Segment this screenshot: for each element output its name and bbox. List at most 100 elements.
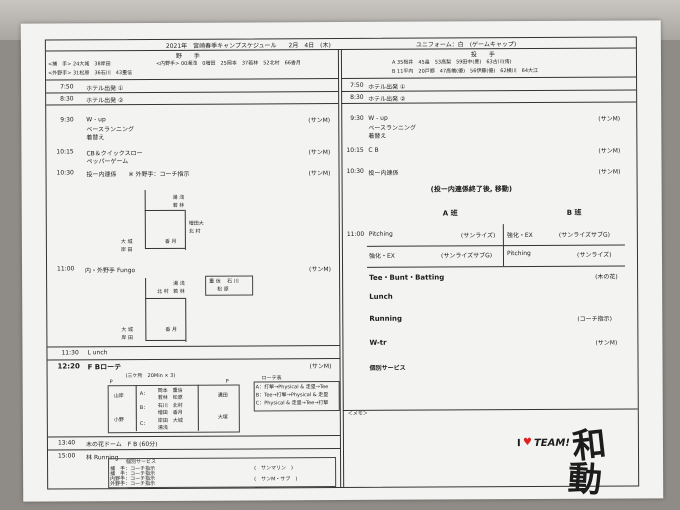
schedule-item: 投ー内連係 ※ 外野手：コーチ指示 (86, 170, 190, 179)
divider (46, 78, 339, 81)
player-label: 香 月 (165, 326, 177, 333)
schedule-item: 木の花ドーム F B (60分) (85, 440, 158, 449)
group-label: A： (139, 391, 149, 398)
player-label: 香 月 (164, 238, 177, 245)
service-note: ( サンM・サブ ) (254, 476, 298, 483)
time-label: 12:20 (57, 362, 80, 371)
rotation-caption: (三ケ所 20Min × 3) (125, 372, 176, 380)
group-b-heading: B 班 (566, 208, 582, 217)
location-note: (サンM) (598, 147, 621, 155)
divider (46, 91, 339, 94)
wtr-label: W-tr (369, 338, 387, 347)
time-label: 15:00 (57, 452, 76, 460)
player-label: 湯 浅 (172, 194, 185, 201)
divider (46, 103, 339, 106)
time-label: 7:50 (60, 83, 74, 91)
field-name: 溝田 (217, 392, 228, 399)
fielder-heading: 野 手 (175, 52, 200, 60)
schedule-item: ホテル出発 ① (368, 83, 406, 91)
time-label: 10:15 (56, 148, 74, 156)
memo-label: ＜メモ＞ (347, 410, 368, 417)
divider (47, 435, 340, 438)
schedule-frame: 2021年 宮崎春季キャンプスケジュール 2月 4日 (木) ユニフォーム：白 … (44, 36, 640, 501)
logo-team-text: TEAM! (533, 437, 570, 449)
schedule-item: 着替え (86, 134, 105, 142)
divider (47, 345, 340, 348)
after-relay-note: (投ー内連係終了後, 移動) (430, 185, 513, 194)
memo-divider (342, 408, 638, 411)
time-label: 7:50 (350, 81, 364, 89)
running-label: Running (369, 314, 403, 323)
time-label: 10:30 (56, 169, 74, 177)
group-b-location: (サンライズ) (576, 251, 612, 259)
schedule-item: F Bローテ (87, 363, 122, 372)
time-label: 9:30 (60, 116, 74, 124)
relay-diagram: 湯 浅 若 林 増田大 北 村 香 月 大 城 岸 田 (46, 37, 636, 253)
group-b-activity: 強化・EX (506, 232, 533, 240)
pitcher-heading: 投 手 (470, 51, 495, 59)
player-label: 大 城 (120, 239, 133, 246)
outfielder-roster: <外野手> 31松原 36石川 43重信 (47, 70, 133, 77)
pitcher-roster-b: B 11平内 20戸郷 47高橋(優) 56伊藤(優) 62横川 64大江 (391, 67, 539, 75)
player-label: 大 城 (121, 327, 133, 334)
rotation-chart-row: C：Physical & 走塁→Tee→打撃 (255, 400, 329, 407)
rotation-names: 岸田 大城 (157, 417, 183, 424)
schedule-item: C B (368, 146, 379, 154)
schedule-item: L unch (87, 349, 108, 357)
time-label: 11:00 (346, 230, 365, 238)
logo-prefix: I (516, 438, 521, 450)
rotation-names: 増田 香月 (157, 409, 183, 416)
schedule-item: W - up (86, 116, 106, 124)
time-label: 10:15 (346, 146, 364, 154)
location-note: (サンM) (309, 363, 332, 371)
location-note: (サンM) (309, 266, 331, 274)
player-label: 湯 浅 (173, 280, 185, 287)
schedule-item: 内・外野手 Fungo (85, 267, 136, 275)
rotation-names: 若林 松原 (157, 394, 183, 401)
location-note: (サンM) (308, 170, 331, 178)
pitcher-roster-a: A 35桜井 45畠 53高梨 59田中(豊) 63古川(侑) (391, 59, 512, 66)
group-a-activity: Pitching (368, 230, 393, 238)
location-note: (サンM) (598, 168, 621, 176)
heart-icon: ♥ (522, 437, 532, 449)
group-a-activity: 強化・EX (368, 252, 395, 260)
time-label: 8:30 (60, 95, 74, 103)
schedule-item: ホテル出発 ② (86, 97, 124, 105)
rotation-chart-row: A：打撃→Physical & 走塁→Tee (255, 384, 329, 391)
player-label: 若 林 (173, 288, 185, 295)
group-b-location: (サンライズサブG) (558, 231, 611, 239)
lunch-label: Lunch (369, 292, 393, 301)
player-label: 岸 田 (120, 247, 133, 254)
service-note: ( サンマリン ) (254, 465, 294, 472)
time-label: 9:30 (350, 114, 364, 122)
location-note: (サンM) (595, 339, 618, 347)
location-note: (サンM) (598, 115, 621, 123)
field-name: 大塚 (217, 414, 228, 421)
time-label: 13:40 (57, 439, 76, 447)
tee-batting: Tee・Bunt・Batting (369, 273, 445, 282)
schedule-item: W - up (368, 114, 388, 122)
player-label: 北 村 (188, 228, 201, 235)
divider (47, 358, 340, 361)
player-label: 石 川 (227, 278, 239, 285)
time-label: 10:30 (346, 167, 364, 175)
time-label: 11:30 (61, 349, 79, 357)
rotation-chart-row: B：Tee→打撃→Physical & 走塁 (255, 392, 329, 399)
group-a-location: (サンライズ) (460, 232, 496, 240)
divider (341, 101, 637, 105)
player-label: 増田大 (188, 220, 204, 227)
schedule-item: ホテル出発 ② (368, 95, 406, 103)
location-note: (サンM) (308, 149, 331, 157)
schedule-sheet: 2021年 宮崎春季キャンプスケジュール 2月 4日 (木) ユニフォーム：白 … (20, 20, 664, 502)
field-name: 山岸 (113, 393, 124, 400)
player-label: 若 林 (172, 202, 185, 209)
schedule-item: 着替え (368, 132, 387, 140)
group-a-heading: A 班 (442, 209, 458, 218)
individual-service-label: 個別サービス (369, 364, 406, 372)
infielder-roster: <内野手> 00湯浅 0増田 25岡本 37若林 52北村 66香月 (155, 60, 301, 67)
player-label: 岸 田 (121, 335, 134, 342)
logo-kanji-dou: 動 (566, 458, 604, 501)
group-label: C： (139, 421, 149, 428)
schedule-item: 投ー内連係 (368, 169, 399, 177)
catcher-roster: <捕 手> 24大城 38岸田 (47, 61, 111, 68)
